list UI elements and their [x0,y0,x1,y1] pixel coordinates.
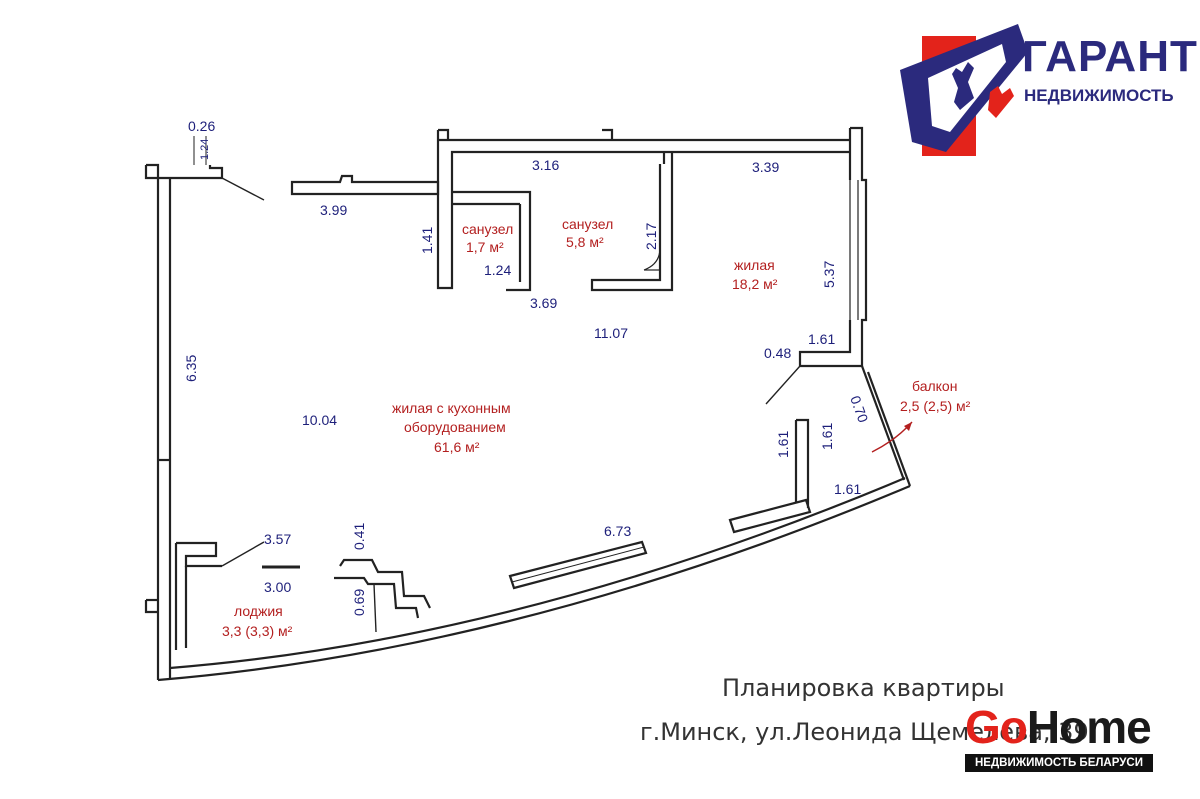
room-kitchen-area: 61,6 м² [434,439,480,455]
dim-label: 3.99 [320,202,347,218]
gohome-logo: GoHome [965,700,1152,754]
wall-left-outer [146,163,160,680]
garant-subtitle: НЕДВИЖИМОСТЬ [1024,86,1174,105]
dim-label: 0.48 [764,345,791,361]
wall-top [436,130,850,290]
room-bath1-name: санузел [462,221,513,237]
room-bath1-area: 1,7 м² [466,239,504,255]
room-kitchen-name2: оборудованием [404,419,506,435]
dim-label: 6.73 [604,523,631,539]
dim-label: 6.35 [183,355,199,382]
dim-label: 2.17 [643,223,659,250]
dim-label: 0.69 [351,589,367,616]
dim-label: 1.24 [199,139,211,160]
dim-label: 3.39 [752,159,779,175]
dim-label: 3.16 [532,157,559,173]
room-bath2-area: 5,8 м² [566,234,604,250]
room-living-name: жилая [734,257,775,273]
dim-label: 1.24 [484,262,511,278]
gohome-subtitle: НЕДВИЖИМОСТЬ БЕЛАРУСИ [965,754,1153,772]
wall-left-top [144,165,224,180]
room-living-area: 18,2 м² [732,276,778,292]
room-bath2-name: санузел [562,216,613,232]
balcony-outline [866,371,912,487]
gohome-go: Go [965,701,1028,753]
room-kitchen-name: жилая с кухонным [392,400,511,416]
gohome-home: Home [1026,701,1152,753]
room-loggia-area: 3,3 (3,3) м² [222,623,293,639]
dim-label: 0.26 [188,118,215,134]
dim-label: 1.61 [819,423,835,450]
dim-label: 1.61 [834,481,861,497]
room-balcony-name: балкон [912,378,957,394]
dim-label: 3.57 [264,531,291,547]
plan-address: г.Минск, ул.Леонида Щемелева, 39 [640,718,1089,746]
dim-label: 10.04 [302,412,337,428]
room-loggia-name: лоджия [234,603,283,619]
dim-label: 0.70 [847,394,871,425]
dim-label: 1.61 [808,331,835,347]
dim-label: 5.37 [821,261,837,288]
dim-label: 0.41 [351,523,367,550]
dim-label: 1.41 [419,227,435,254]
dim-label: 3.00 [264,579,291,595]
loggia-outline [157,484,911,682]
dim-label: 3.69 [530,295,557,311]
dim-label: 1.61 [775,431,791,458]
dim-label: 11.07 [594,325,628,341]
garant-logo-icon [900,24,1028,156]
room-balcony-area: 2,5 (2,5) м² [900,398,971,414]
garant-brand: ГАРАНТ [1022,32,1198,81]
plan-title: Планировка квартиры [722,674,1005,702]
